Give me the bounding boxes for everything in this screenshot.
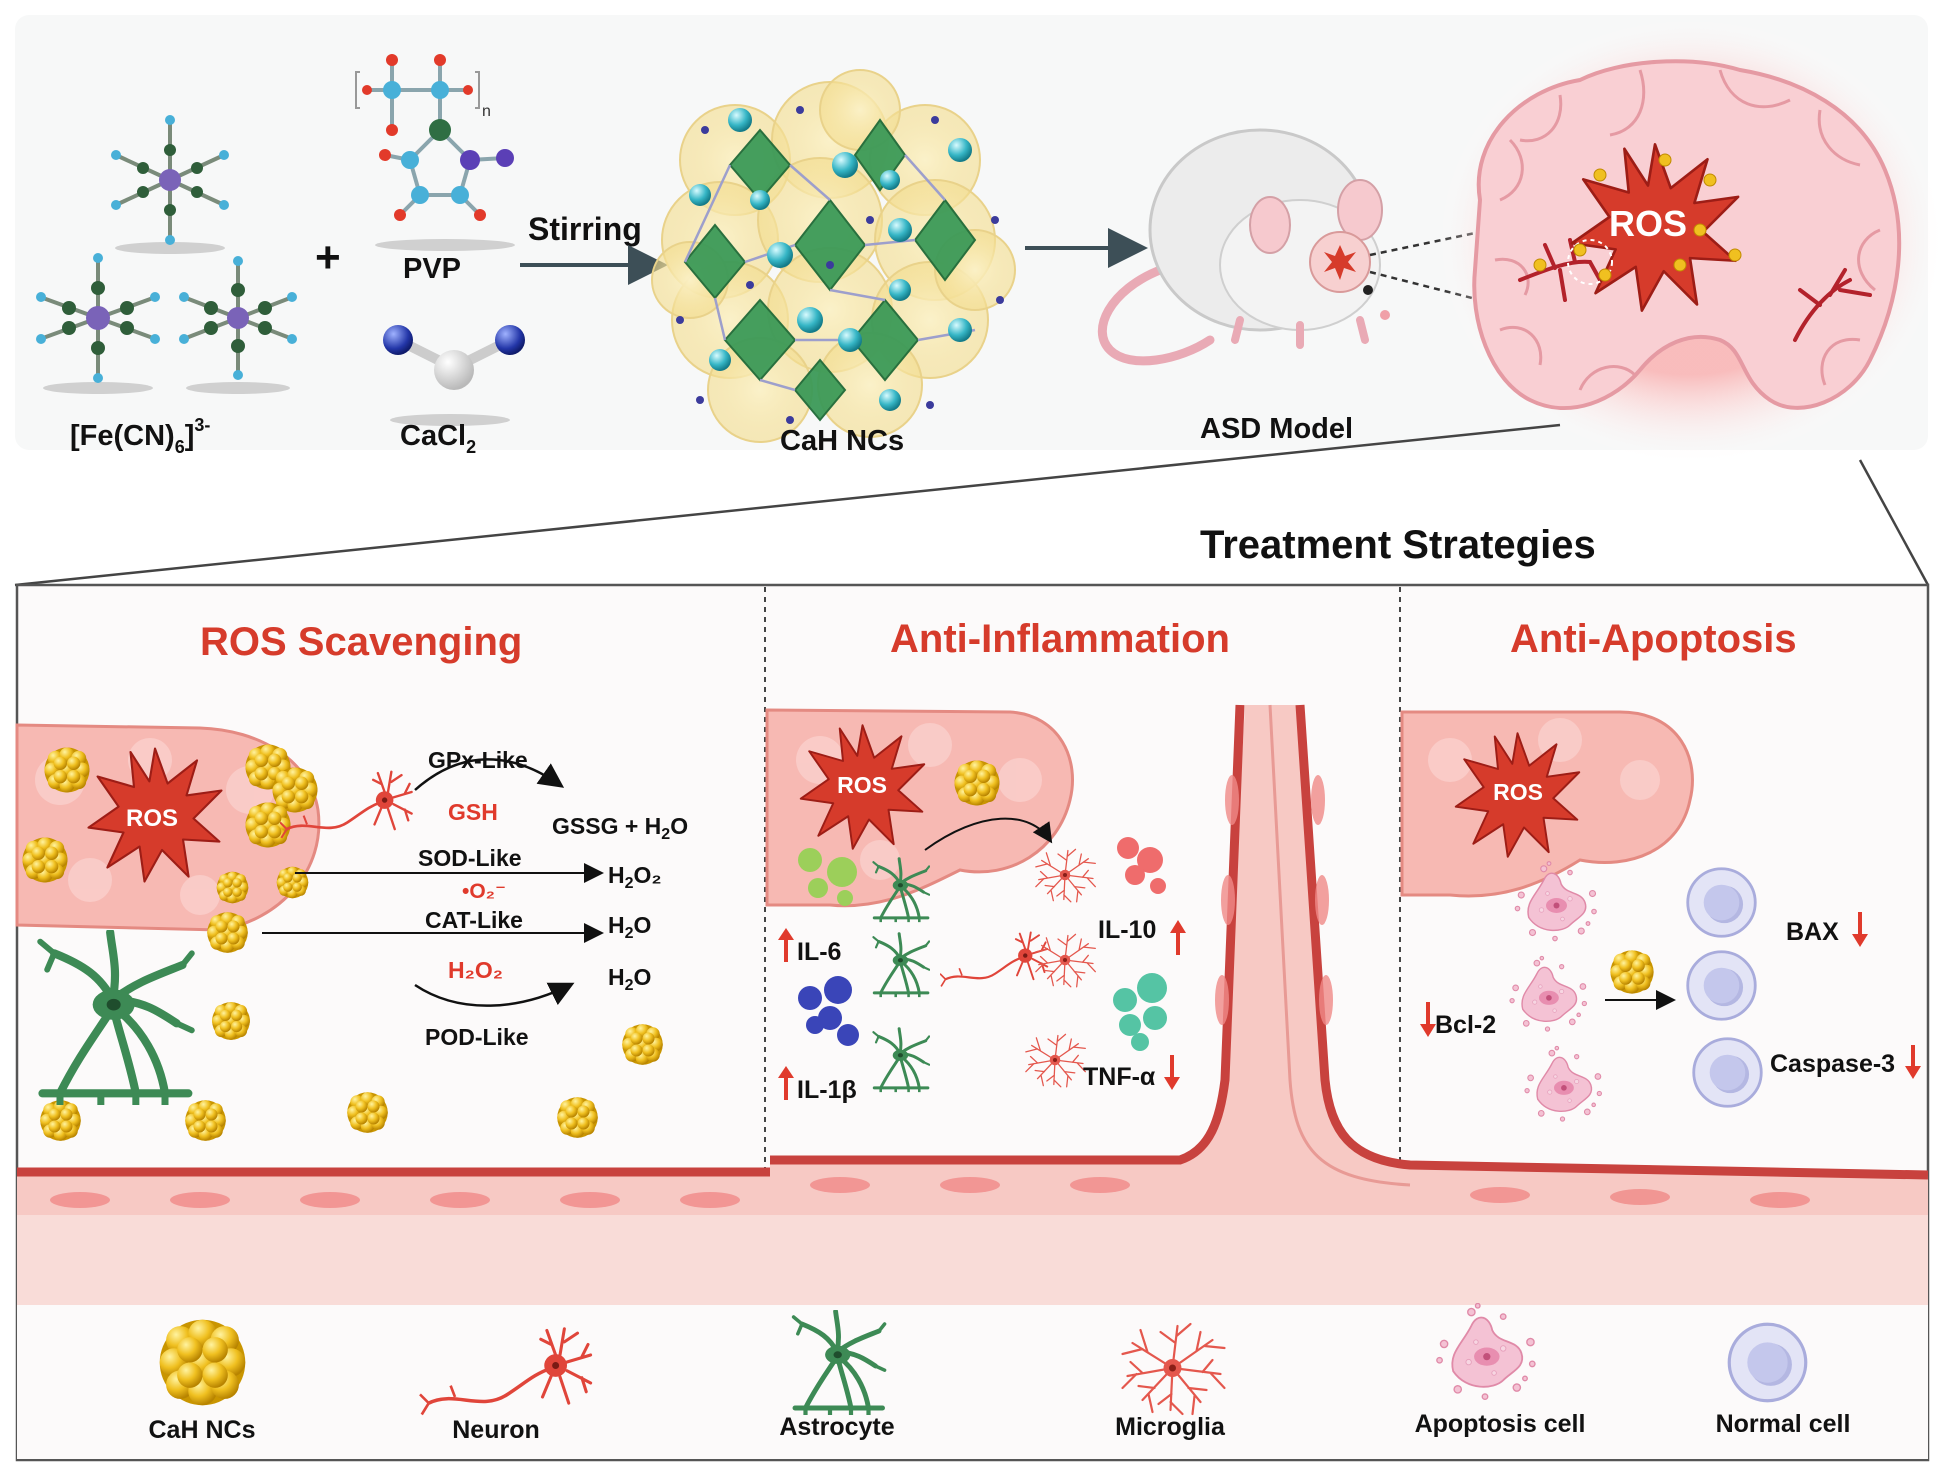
- reaction-arrows: [262, 758, 604, 1007]
- mouse-model-illustration: [1097, 128, 1390, 366]
- legend-label-cah-ncs: CaH NCs: [149, 1416, 256, 1444]
- nanoparticle-inflammation: [954, 760, 1000, 806]
- ferricyanide-molecules: [36, 115, 297, 394]
- enzyme-label-sod: SOD-Like: [418, 845, 522, 871]
- down-arrow-bcl2: [1420, 1002, 1436, 1037]
- ferricyanide-label: [Fe(CN)6]3-: [70, 415, 210, 457]
- legend-label-neuron: Neuron: [452, 1416, 540, 1444]
- anti-apoptosis-title: Anti-Apoptosis: [1510, 617, 1797, 661]
- normal-cell-2: [1686, 950, 1757, 1021]
- product-gssg: GSSG + H2O: [552, 813, 688, 843]
- treatment-strategies-title: Treatment Strategies: [1200, 523, 1596, 567]
- brain-ros-label: ROS: [1609, 203, 1687, 244]
- il6-cytokine-cluster: [798, 848, 857, 906]
- legend-icon-normal-cell: [1727, 1322, 1808, 1403]
- blood-vessel-wall: [17, 704, 1929, 1459]
- enzyme-label-pod: POD-Like: [425, 1024, 529, 1050]
- legend-label-apoptosis-cell: Apoptosis cell: [1415, 1410, 1586, 1438]
- enzyme-label-gpx: GPx-Like: [428, 747, 528, 773]
- il1b-cytokine-cluster: [798, 976, 859, 1046]
- normal-cell-1: [1686, 867, 1757, 938]
- tnfa-cytokine-cluster: [1113, 973, 1167, 1051]
- bax-label: BAX: [1786, 918, 1839, 946]
- legend-icon-cah-ncs: [159, 1319, 246, 1406]
- magnify-line-right: [1858, 459, 1930, 586]
- up-arrow-il1b: [778, 1066, 794, 1100]
- ros-scavenging-title: ROS Scavenging: [200, 620, 522, 664]
- legend-label-normal-cell: Normal cell: [1716, 1410, 1851, 1438]
- down-arrow-bax: [1852, 912, 1868, 947]
- enzyme-label-cat: CAT-Like: [425, 907, 523, 933]
- il1b-label: IL-1β: [797, 1076, 857, 1104]
- down-arrow-caspase3: [1905, 1045, 1921, 1079]
- legend: CaH NCs Neuron Astrocyte Microglia Apopt…: [149, 1303, 1851, 1444]
- up-arrow-il10: [1170, 920, 1186, 955]
- pvp-repeat-subscript: n: [482, 103, 491, 120]
- substrate-h2o2: H₂O₂: [448, 957, 503, 983]
- asd-model-label: ASD Model: [1200, 413, 1353, 445]
- il10-label: IL-10: [1098, 916, 1156, 944]
- magnify-line-left: [14, 423, 1561, 587]
- down-arrow-tnfa: [1164, 1055, 1180, 1090]
- up-arrow-il6: [778, 928, 794, 962]
- tnfa-label: TNF-α: [1083, 1063, 1156, 1091]
- pvp-label: PVP: [403, 253, 461, 285]
- anti-inflammation-title: Anti-Inflammation: [890, 617, 1230, 661]
- cacl2-molecule: [383, 325, 525, 426]
- product-h2o2: H2O₂: [608, 862, 662, 892]
- zoom-line-lower: [1369, 270, 1481, 302]
- product-h2o-cat: H2O: [608, 912, 651, 942]
- legend-label-microglia: Microglia: [1115, 1413, 1226, 1441]
- activation-arrow: [924, 817, 1053, 851]
- ros-label-2: ROS: [837, 772, 887, 798]
- product-h2o-pod: H2O: [608, 964, 651, 994]
- cacl2-label: CaCl2: [400, 420, 476, 457]
- brain-illustration: ROS: [1435, 15, 1943, 465]
- ferricyanide-molecule-2: [36, 253, 160, 394]
- pvp-molecule: n: [355, 54, 515, 251]
- il10-cytokine-cluster: [1117, 837, 1166, 894]
- ros-label-3: ROS: [1493, 779, 1543, 805]
- ferricyanide-molecule-3: [179, 256, 297, 394]
- il6-label: IL-6: [797, 938, 841, 966]
- ferricyanide-molecule-1: [111, 115, 229, 254]
- normal-cell-3: [1692, 1037, 1763, 1108]
- plus-sign: +: [315, 233, 341, 282]
- bcl2-label: Bcl-2: [1435, 1011, 1496, 1039]
- cah-nanocube-cluster: [651, 69, 1016, 443]
- caspase3-label: Caspase-3: [1770, 1050, 1895, 1078]
- stirring-label: Stirring: [528, 211, 642, 247]
- substrate-superoxide: •O₂⁻: [462, 880, 506, 903]
- substrate-gsh: GSH: [448, 799, 498, 825]
- cah-ncs-label: CaH NCs: [780, 425, 904, 457]
- ros-label-1: ROS: [126, 805, 178, 832]
- legend-label-astrocyte: Astrocyte: [779, 1413, 894, 1441]
- nanoparticle-apoptosis: [1610, 950, 1654, 994]
